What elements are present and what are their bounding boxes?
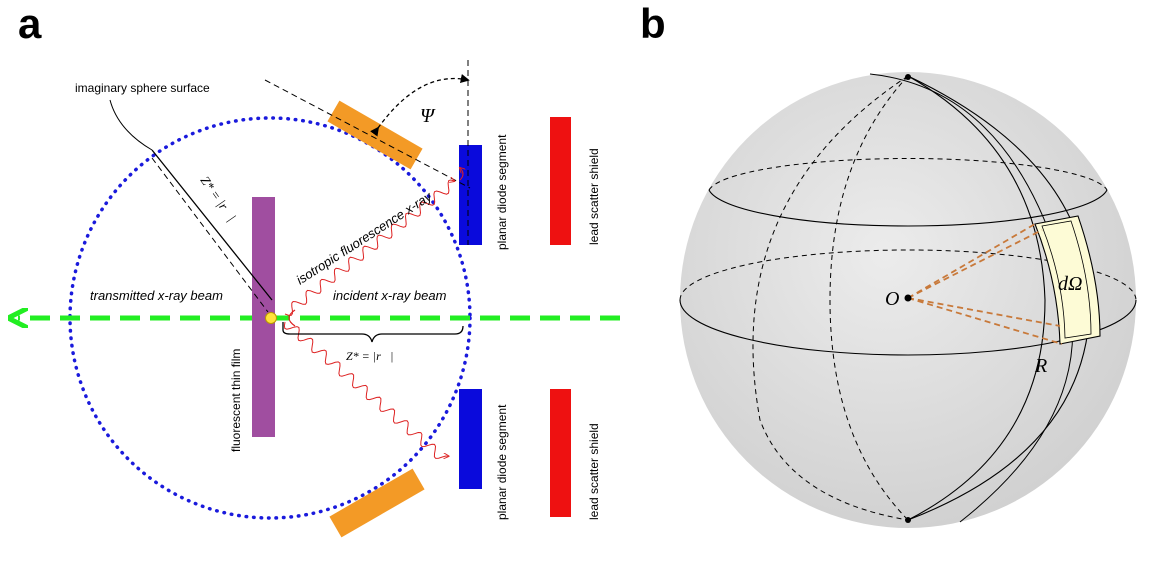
- source-emission-arc: [288, 309, 296, 327]
- diode-label-top: planar diode segment: [495, 134, 509, 250]
- fluorescent-thin-film: [252, 197, 275, 437]
- fluorescence-ray-tip: [460, 168, 463, 181]
- isotropic-fluorescence-label: isotropic fluorescence x-ray: [293, 188, 435, 288]
- solid-angle-patch: [1034, 215, 1101, 345]
- solid-angle-rays: [907, 223, 1063, 345]
- panel-b-diagram: b O R dΩ: [640, 0, 1137, 528]
- psi-label: Ψ: [420, 105, 436, 127]
- lead-shield-top: [550, 117, 571, 245]
- meridian-back-left: [752, 75, 909, 521]
- north-pole-point: [905, 74, 911, 80]
- diode-segment-bottom: [459, 389, 482, 489]
- origin-point: [904, 294, 912, 302]
- shield-label-top: lead scatter shield: [587, 148, 601, 245]
- sphere-segment-top: [327, 100, 423, 170]
- equator-back: [679, 249, 1137, 301]
- transmitted-beam-label: transmitted x-ray beam: [90, 288, 223, 303]
- panel-label-a: a: [18, 0, 42, 47]
- origin-label: O: [885, 288, 899, 310]
- shield-label-bottom: lead scatter shield: [587, 423, 601, 520]
- panel-b: b O R dΩ: [640, 0, 1150, 561]
- diode-label-bottom: planar diode segment: [495, 404, 509, 520]
- panel-a: a fluorescent thin film planar diode seg…: [0, 0, 620, 538]
- upper-latitude-front: [708, 189, 1108, 227]
- z-star-diag-label: Z* = |r⃗|: [198, 173, 240, 224]
- diode-segment-top: [459, 145, 482, 245]
- z-star-bottom-label: Z* = |r⃗|: [346, 349, 393, 363]
- lead-shield-bottom: [550, 389, 571, 517]
- fluorescence-ray-up: [284, 180, 454, 316]
- psi-angle-arc: [370, 74, 470, 137]
- south-pole-point: [905, 517, 911, 523]
- radius-label: R: [1034, 355, 1047, 377]
- radius-dashed-line: [151, 157, 269, 313]
- panel-a-diagram: a fluorescent thin film planar diode seg…: [0, 0, 620, 538]
- film-label: fluorescent thin film: [229, 349, 243, 452]
- radius-solid-line: [151, 149, 273, 301]
- segment-normal-line: [264, 79, 471, 189]
- sphere-segment-bottom: [329, 468, 425, 538]
- solid-angle-label: dΩ: [1058, 273, 1082, 295]
- fluorescence-source-point: [265, 312, 277, 324]
- solid-angle-patch-inner: [1041, 220, 1092, 339]
- sphere-surface-leader: [109, 99, 153, 151]
- fluorescence-ray-down: [283, 321, 448, 458]
- distance-brace: [282, 322, 464, 343]
- incident-beam-label: incident x-ray beam: [333, 288, 447, 303]
- meridian-front-a: [907, 75, 1046, 521]
- sphere-surface-label: imaginary sphere surface: [75, 81, 210, 95]
- equator-front: [679, 299, 1137, 356]
- panel-label-b: b: [640, 0, 666, 47]
